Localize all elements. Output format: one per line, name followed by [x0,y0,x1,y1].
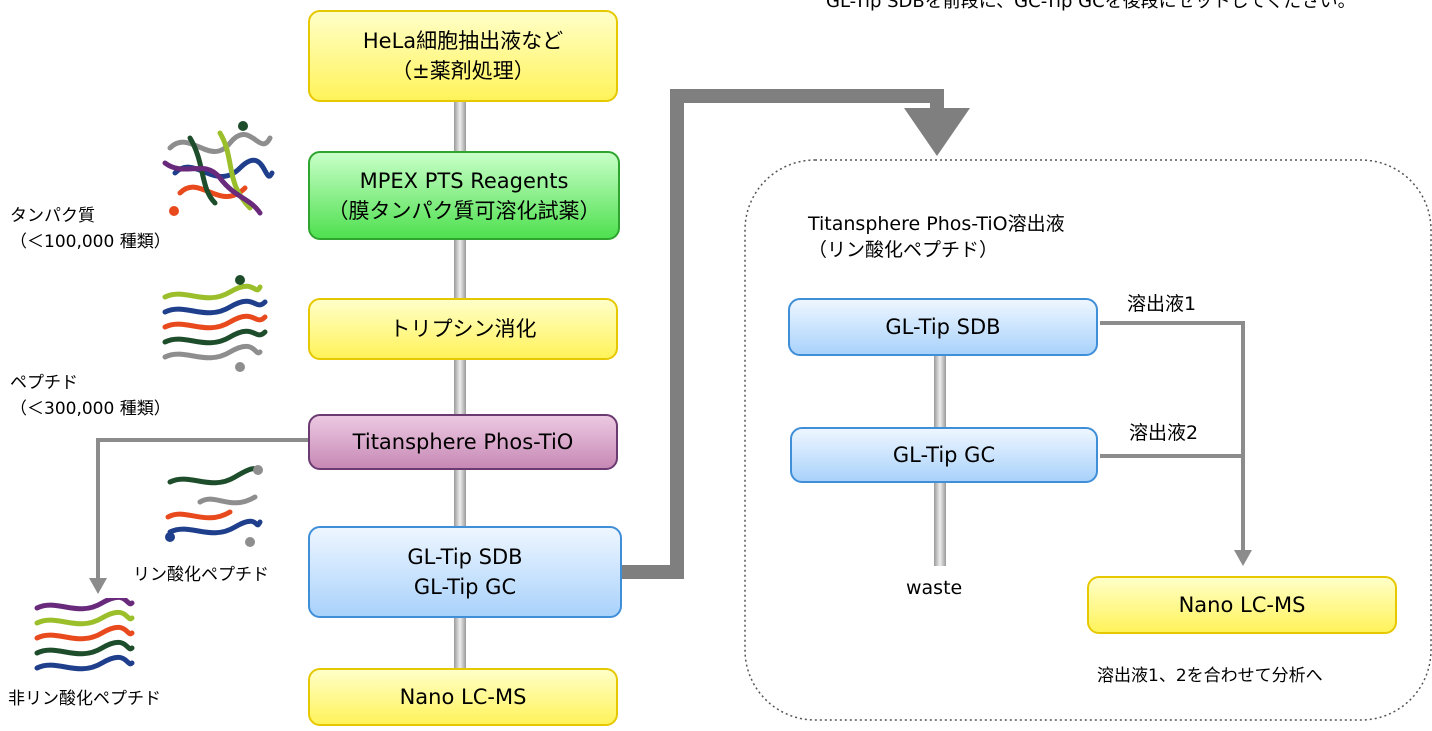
step1-line1: HeLa細胞抽出液など [362,29,564,53]
detail-sdb-label: GL-Tip SDB [885,315,1001,339]
top-note: GL-Tip SDBを前段に、GC-Tip GCを後段にセットしてください。 [826,0,1356,12]
flow-step-phos-tio: Titansphere Phos-TiO [308,414,618,470]
flow-step-mpex: MPEX PTS Reagents （膜タンパク質可溶化試薬） [308,151,620,240]
peptides-label: ペプチド （＜300,000 種類） [10,370,171,422]
peptides-line1: ペプチド [10,373,78,393]
proteins-line2: （＜100,000 種類） [10,232,171,252]
peptide-illustration [162,275,268,372]
detail-title-line1: Titansphere Phos-TiO溶出液 [808,213,1065,235]
waste-label: waste [906,577,963,599]
detail-title-line2: （リン酸化ペプチド） [808,239,999,261]
lcms-arrowhead [1234,550,1252,566]
nonphospho-arrow [96,438,308,582]
eluate2-label: 溶出液2 [1129,422,1199,444]
step2-line1: MPEX PTS Reagents [359,168,569,193]
detail-note: 溶出液1、2を合わせて分析へ [1097,666,1323,686]
nonphospho-label: 非リン酸化ペプチド [8,689,161,709]
flow-step-trypsin: トリプシン消化 [308,298,618,360]
nonphospho-peptide-illustration [34,598,135,672]
protein-illustration [162,121,275,216]
peptides-line2: （＜300,000 種類） [10,399,171,419]
proteins-line1: タンパク質 [10,206,95,226]
detail-panel [744,159,1432,721]
step3-label: トリプシン消化 [389,317,537,341]
flow-step-gl-tip: GL-Tip SDB GL-Tip GC [308,526,622,618]
phospho-peptide-illustration [165,465,263,547]
detail-gc-label: GL-Tip GC [892,443,996,467]
flow-step-sample: HeLa細胞抽出液など （±薬剤処理） [308,10,618,102]
eluate1-line [1100,321,1245,552]
flow-step-lcms: Nano LC-MS [308,668,618,726]
detail-title: Titansphere Phos-TiO溶出液 （リン酸化ペプチド） [808,211,1065,263]
step1-line2: （±薬剤処理） [391,59,535,83]
step5-line2: GL-Tip GC [413,575,517,599]
phospho-label: リン酸化ペプチド [133,565,269,585]
proteins-label: タンパク質 （＜100,000 種類） [10,203,171,255]
nonphospho-arrowhead [89,578,107,594]
big-connector-arrow [622,89,944,579]
detail-gl-tip-sdb: GL-Tip SDB [788,298,1098,356]
big-arrowhead [904,108,970,156]
step5-line1: GL-Tip SDB [407,545,523,569]
detail-gl-tip-gc: GL-Tip GC [790,427,1098,483]
detail-lcms: Nano LC-MS [1087,576,1397,634]
eluate1-label: 溶出液1 [1127,293,1197,315]
step6-label: Nano LC-MS [399,685,527,709]
step2-line2: （膜タンパク質可溶化試薬） [327,198,601,223]
step4-label: Titansphere Phos-TiO [352,430,574,454]
detail-lcms-label: Nano LC-MS [1178,593,1306,617]
